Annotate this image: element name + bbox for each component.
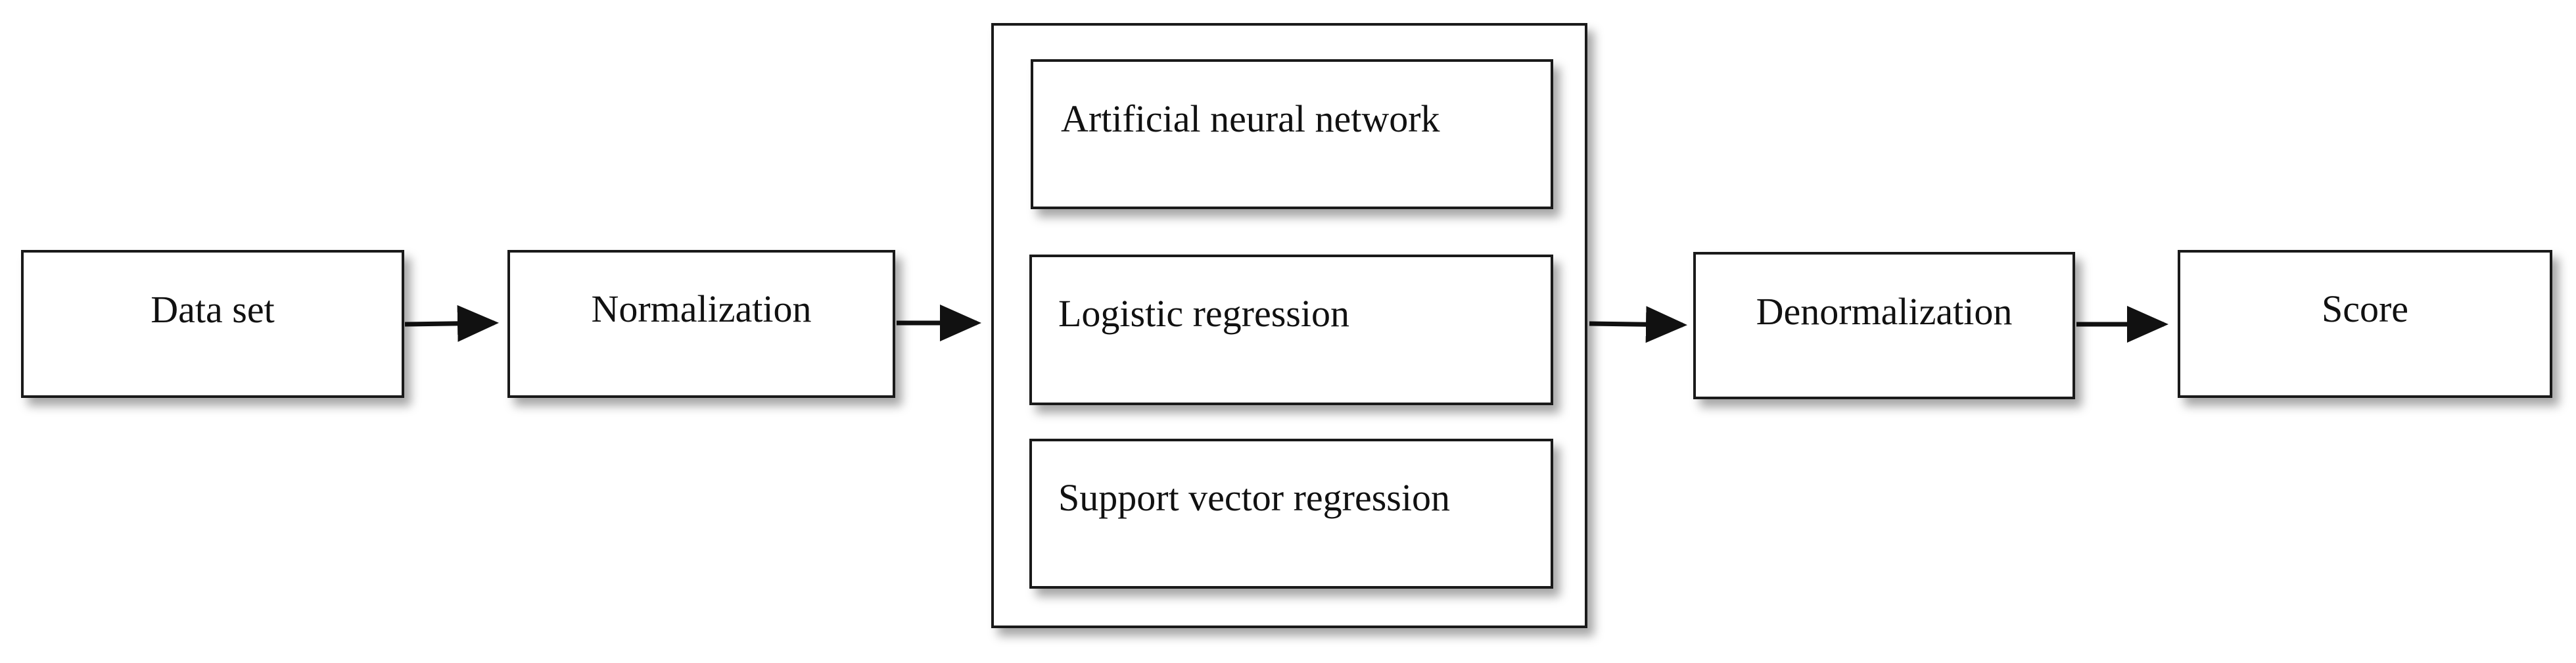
data-set-box: Data set xyxy=(21,250,404,398)
denormalization-label: Denormalization xyxy=(1756,290,2013,333)
normalization-label: Normalization xyxy=(591,287,812,330)
data-set-label: Data set xyxy=(151,288,275,331)
logistic-regression-box: Logistic regression xyxy=(1029,255,1553,405)
arrow-dataset-to-normalization xyxy=(404,305,499,342)
denormalization-box: Denormalization xyxy=(1693,252,2075,399)
svr-box: Support vector regression xyxy=(1029,439,1553,589)
arrow-models-to-denormalization xyxy=(1589,306,1687,343)
svr-label: Support vector regression xyxy=(1058,476,1450,519)
score-label: Score xyxy=(2321,287,2409,330)
logistic-regression-label: Logistic regression xyxy=(1058,292,1349,335)
ann-box: Artificial neural network xyxy=(1031,59,1553,209)
ann-label: Artificial neural network xyxy=(1061,97,1440,140)
score-box: Score xyxy=(2178,250,2552,398)
normalization-box: Normalization xyxy=(507,250,895,398)
